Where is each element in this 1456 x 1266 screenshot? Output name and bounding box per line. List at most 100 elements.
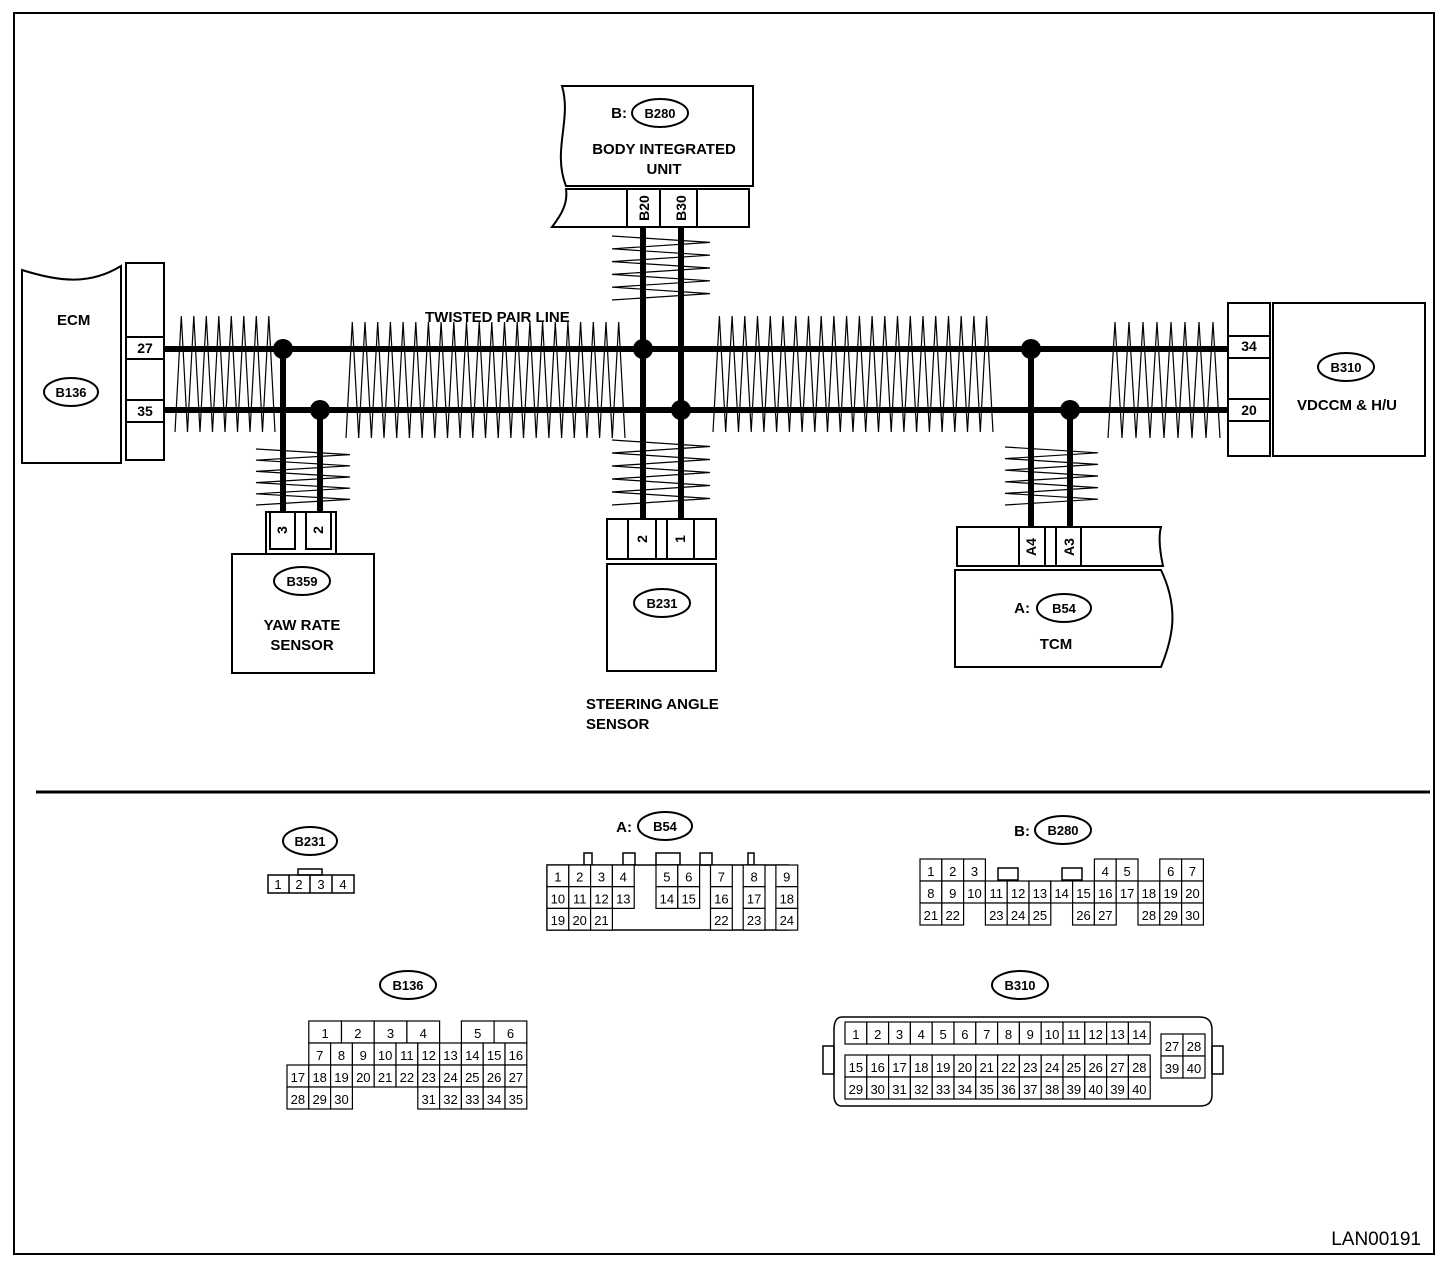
steering-pin-2: 2: [634, 535, 650, 543]
vdccm-pin-34-box: [1227, 335, 1271, 359]
connector-pin-number: 40: [1132, 1082, 1146, 1097]
connector-pin-number: 26: [487, 1070, 501, 1085]
body-unit-connector: [549, 188, 750, 228]
connector-pin-number: 20: [958, 1060, 972, 1075]
b280-view-code-oval: [1034, 815, 1092, 845]
b280-connector-face: [997, 867, 1083, 881]
body-unit-body: [559, 85, 754, 187]
connector-pin-number: 20: [1185, 886, 1199, 901]
connector-cell: [1127, 1021, 1151, 1045]
bus-wires: [164, 228, 1228, 527]
steering-name-1: STEERING ANGLE: [586, 696, 719, 713]
vdccm-body: [1272, 302, 1426, 457]
connector-pin-number: 28: [1132, 1060, 1146, 1075]
connector-pin-number: 12: [1088, 1027, 1102, 1042]
connector-pin-number: 20: [572, 913, 586, 928]
connector-pin-number: 8: [750, 870, 757, 885]
connector-pin-number: 11: [990, 886, 1004, 901]
connector-pin-number: 17: [291, 1070, 305, 1085]
connector-pin-number: 14: [1132, 1027, 1146, 1042]
b231-cell: 3: [317, 877, 324, 892]
connector-pin-number: 4: [918, 1027, 925, 1042]
steering-name-2: SENSOR: [586, 716, 650, 733]
diagram-id: LAN00191: [1331, 1229, 1421, 1250]
splice-dot: [671, 400, 691, 420]
splice-dots: [273, 339, 1080, 420]
b280-view-prefix: B:: [1014, 823, 1030, 840]
b54-key: [583, 852, 593, 866]
connector-pin-number: 7: [316, 1048, 323, 1063]
splice-dot: [310, 400, 330, 420]
connector-pin-number: 12: [594, 891, 608, 906]
b54-view-code-oval: [637, 811, 693, 841]
connector-pin-number: 31: [421, 1092, 435, 1107]
ecm-connector: [125, 262, 165, 461]
connector-pin-number: 3: [971, 864, 978, 879]
body-unit-name-1: BODY INTEGRATED: [592, 141, 736, 158]
connector-cell: [611, 886, 635, 910]
connector-pin-number: 37: [1023, 1082, 1037, 1097]
steering-pin-1: 1: [672, 535, 688, 543]
connector-pin-number: 8: [338, 1048, 345, 1063]
connector-pin-number: 2: [874, 1027, 881, 1042]
connector-pin-number: 22: [945, 908, 959, 923]
b231-cell: 1: [274, 877, 281, 892]
connector-pin-number: 21: [979, 1060, 993, 1075]
connector-pin-number: 34: [487, 1092, 501, 1107]
ecm-pin-27-box: [125, 336, 165, 360]
connector-pin-number: 22: [1001, 1060, 1015, 1075]
connector-pin-number: 14: [1054, 886, 1068, 901]
connector-pin-number: 24: [1045, 1060, 1059, 1075]
connector-pin-number: 13: [1033, 886, 1047, 901]
connector-pin-number: 24: [780, 913, 794, 928]
connector-pin-number: 23: [747, 913, 761, 928]
connector-pin-number: 14: [465, 1048, 479, 1063]
connector-pin-number: 27: [1110, 1060, 1124, 1075]
connector-pin-number: 1: [852, 1027, 859, 1042]
tcm-name: TCM: [1040, 636, 1073, 653]
twisted-pair-zigzags: [174, 235, 1221, 506]
tcm-code: B54: [1052, 601, 1077, 616]
connector-pin-number: 16: [870, 1060, 884, 1075]
connector-pin-number: 7: [1189, 864, 1196, 879]
connector-pin-number: 20: [356, 1070, 370, 1085]
connector-pin-number: 3: [896, 1027, 903, 1042]
steering-angle-sensor: [606, 518, 717, 672]
b231-connector-face: [267, 868, 355, 894]
connector-pin-number: 5: [474, 1026, 481, 1041]
splice-dot: [633, 339, 653, 359]
b54-key: [699, 852, 713, 866]
connector-pin-number: 34: [958, 1082, 972, 1097]
ecm-body: [21, 264, 122, 464]
connector-pin-number: 17: [892, 1060, 906, 1075]
steering-code-oval: [633, 588, 691, 618]
yaw-body: [231, 553, 375, 674]
connector-pin-number: 25: [1033, 908, 1047, 923]
b310-latch-right: [1211, 1045, 1224, 1075]
twist-zigzag: [611, 235, 711, 301]
b54-view-prefix: A:: [616, 819, 632, 836]
connector-pin-number: 27: [509, 1070, 523, 1085]
splice-dot: [1060, 400, 1080, 420]
connector-pin-number: 39: [1067, 1082, 1081, 1097]
ecm-pin-35-box: [125, 399, 165, 423]
connector-pin-number: 28: [1187, 1039, 1201, 1054]
connector-cell: [330, 1086, 354, 1110]
twist-zigzag: [174, 315, 276, 433]
connector-pin-number: 29: [849, 1082, 863, 1097]
connector-cell: [504, 1086, 528, 1110]
connector-pin-number: 15: [1076, 886, 1090, 901]
connector-pin-number: 21: [378, 1070, 392, 1085]
connector-pin-number: 10: [551, 891, 565, 906]
body-pin-b30: B30: [673, 195, 689, 221]
connector-pin-number: 35: [509, 1092, 523, 1107]
connector-pin-number: 27: [1098, 908, 1112, 923]
yaw-pin-2: 2: [310, 526, 326, 534]
body-unit-prefix: B:: [611, 105, 627, 122]
connector-pin-number: 22: [400, 1070, 414, 1085]
connector-pin-number: 24: [443, 1070, 457, 1085]
connector-pin-number: 4: [620, 870, 627, 885]
